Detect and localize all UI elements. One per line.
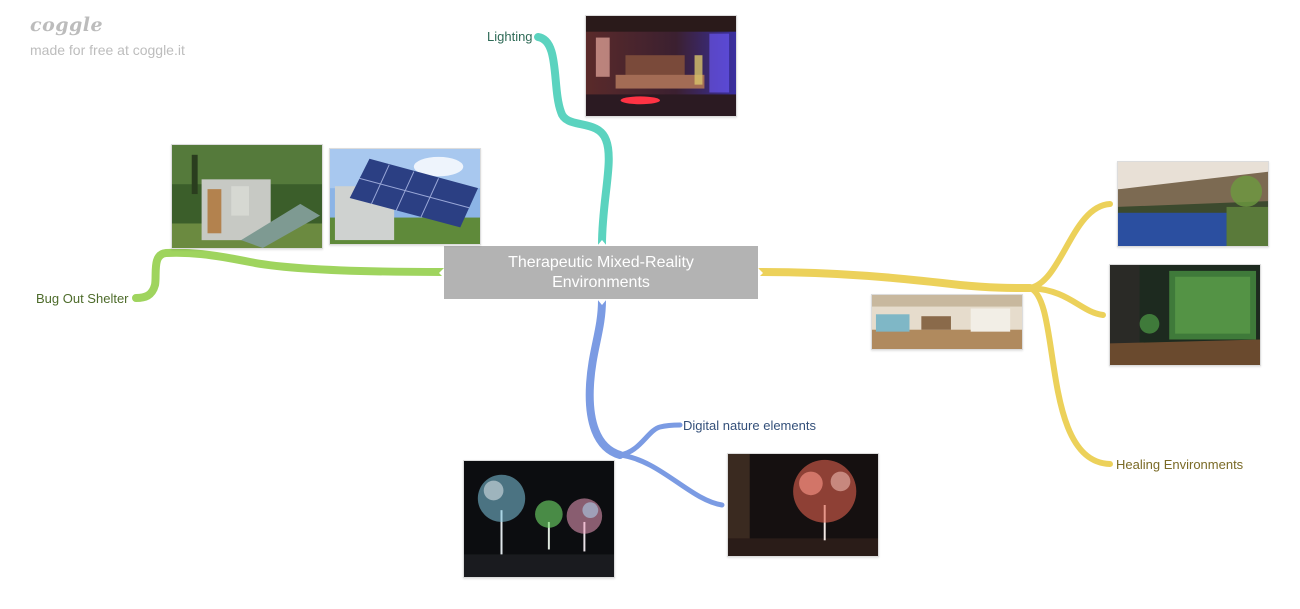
branch-healing-connector — [756, 268, 1034, 292]
pink-light-tree-image[interactable] — [727, 453, 879, 557]
root-handle-top[interactable] — [597, 240, 607, 246]
branch-healing-sub-connector-bottom — [1027, 285, 1113, 467]
container-shelter-image[interactable] — [171, 144, 323, 249]
solar-panel-container-image[interactable] — [329, 148, 481, 245]
green-wall-interior-image[interactable] — [1109, 264, 1261, 366]
branch-digital-connector — [585, 296, 624, 459]
root-handle-left[interactable] — [439, 268, 444, 278]
coggle-tagline[interactable]: made for free at coggle.it — [30, 42, 185, 58]
branch-bug-out-connector — [132, 248, 448, 302]
coggle-logo[interactable]: coggle — [30, 14, 104, 36]
branch-healing-sub-connector-top — [1027, 201, 1113, 291]
root-handle-bottom[interactable] — [597, 299, 607, 305]
living-room-lighting-image[interactable] — [585, 15, 737, 117]
node-healing-environments[interactable]: Healing Environments — [1116, 457, 1244, 472]
light-trees-gallery-image[interactable] — [463, 460, 615, 578]
node-digital-nature-elements[interactable]: Digital nature elements — [683, 418, 816, 433]
coggle-branding: coggle made for free at coggle.it — [30, 14, 185, 58]
resort-pool-image[interactable] — [1117, 161, 1269, 247]
root-node[interactable]: Therapeutic Mixed-Reality Environments — [444, 246, 758, 299]
lobby-interior-image[interactable] — [871, 294, 1023, 350]
node-bug-out-shelter[interactable]: Bug Out Shelter — [36, 291, 129, 306]
root-handle-right[interactable] — [758, 268, 763, 278]
node-lighting[interactable]: Lighting — [487, 29, 533, 44]
branch-lighting-connector — [534, 33, 613, 248]
root-node-line1: Therapeutic Mixed-Reality — [508, 253, 694, 271]
branch-digital-sub-connector-top — [617, 422, 683, 458]
branch-digital-sub-connector-bottom — [617, 452, 725, 508]
root-node-line2: Environments — [552, 273, 650, 291]
branch-healing-sub-connector-mid — [1027, 285, 1106, 318]
